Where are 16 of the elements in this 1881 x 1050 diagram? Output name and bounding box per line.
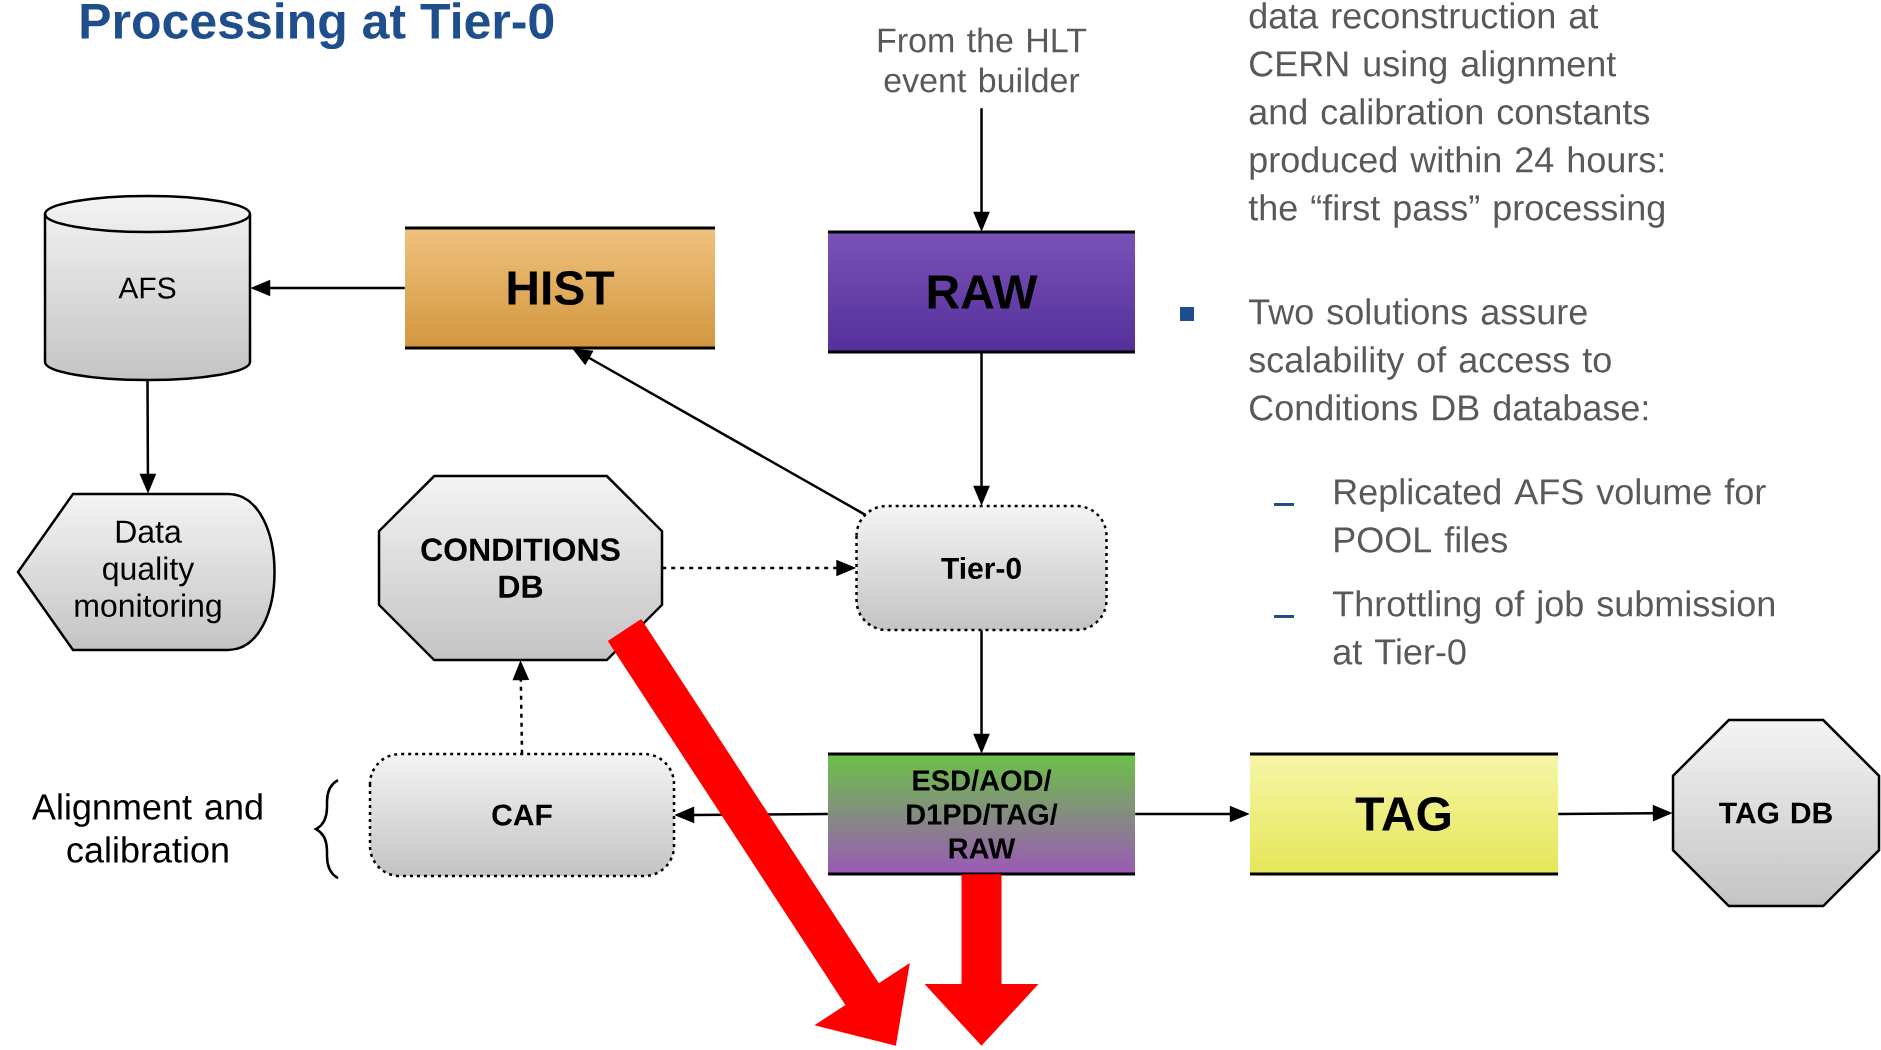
body-text: data reconstruction at CERN using alignment and calibration constants produced within 24 hours: the “first pass” processing xyxy=(1248,2,1664,228)
octagon-node: CONDITIONS DB xyxy=(377,474,664,662)
octagon-node: TAG DB xyxy=(1671,718,1881,908)
side-label: Alignment and calibration xyxy=(32,793,262,863)
process-box: TAG xyxy=(1250,752,1558,876)
slide-title: Processing at Tier-0 xyxy=(81,2,554,50)
bullet-text: Replicated AFS volume for POOL files xyxy=(1335,478,1766,553)
database-cylinder: AFS xyxy=(43,194,252,382)
rounded-box: Tier-0 xyxy=(855,504,1108,632)
process-box: HIST xyxy=(405,226,715,350)
bullet-text: Throttling of job submission at Tier-0 xyxy=(1333,590,1774,665)
rounded-box: CAF xyxy=(368,752,676,878)
process-box: ESD/AOD/ D1PD/TAG/ RAW xyxy=(828,752,1135,876)
bullet-text: Two solutions assure scalability of access to Conditions DB database: xyxy=(1249,298,1648,421)
process-box: RAW xyxy=(828,230,1135,354)
source-label: From the HLT event builder xyxy=(878,27,1087,93)
